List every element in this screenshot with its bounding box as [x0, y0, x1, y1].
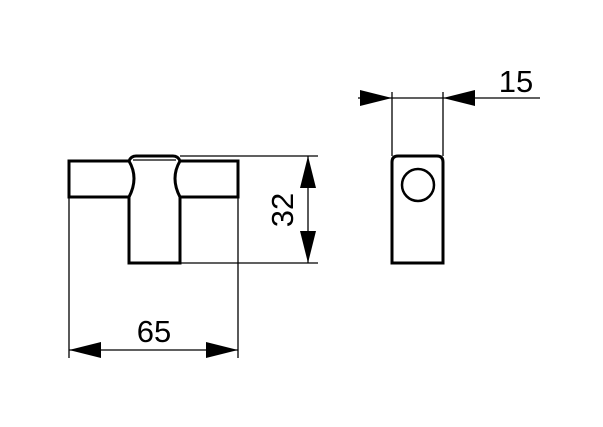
front-view-bar-right — [170, 159, 240, 199]
arrow-up — [300, 156, 316, 188]
dimension-height: 32 — [180, 155, 318, 264]
arrow-right-into-left — [360, 90, 392, 106]
front-view — [67, 154, 240, 265]
arrow-down — [300, 231, 316, 263]
side-view-hole — [400, 167, 436, 203]
dimension-depth: 15 — [358, 64, 540, 156]
arrow-left-into-right — [443, 90, 475, 106]
depth-label: 15 — [499, 64, 533, 99]
arrow-right — [206, 342, 238, 358]
width-label: 65 — [137, 314, 171, 349]
height-label: 32 — [265, 193, 300, 227]
arrow-left — [69, 342, 101, 358]
front-view-stem — [127, 154, 182, 265]
dimension-width: 65 — [68, 197, 239, 358]
side-view — [390, 154, 445, 265]
front-view-bar-left — [67, 159, 137, 199]
